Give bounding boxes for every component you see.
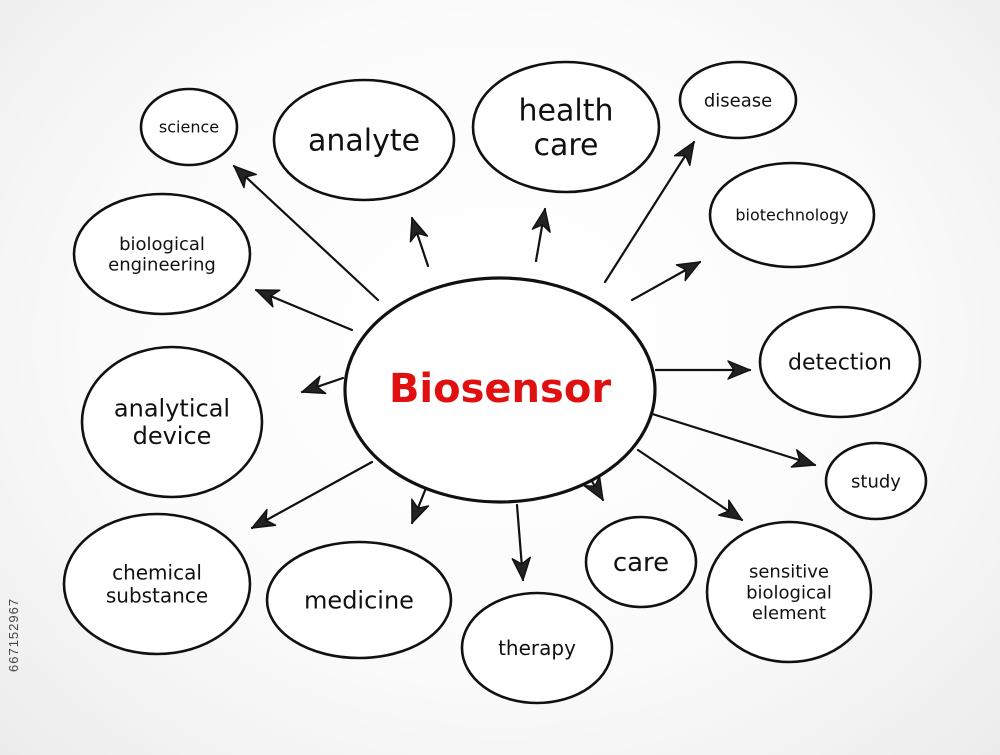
stock-id: 667152967 <box>6 597 21 673</box>
node-label: science <box>159 118 219 137</box>
node-oval <box>139 87 239 167</box>
center-oval <box>343 276 657 504</box>
arrow-to-chemical-substance <box>250 460 374 530</box>
arrow-to-biological-engineering <box>254 288 354 332</box>
arrow-to-study <box>644 410 817 467</box>
arrowhead-icon <box>409 217 429 243</box>
node-science: science <box>139 87 239 167</box>
node-oval <box>62 512 252 656</box>
node-oval <box>824 441 928 521</box>
node-label: disease <box>704 90 772 111</box>
arrowhead-icon <box>411 498 430 524</box>
arrowhead-icon <box>718 499 743 521</box>
node-label: element <box>752 603 826 624</box>
node-oval <box>678 60 798 140</box>
arrowhead-icon <box>727 360 751 380</box>
node-label: detection <box>788 351 892 376</box>
node-label: biological <box>119 234 205 255</box>
node-label: engineering <box>108 255 216 276</box>
node-oval <box>471 60 661 194</box>
node-label: care <box>533 128 598 163</box>
node-oval <box>758 305 922 419</box>
node-biotechnology: biotechnology <box>708 161 876 269</box>
node-label: chemical <box>112 561 202 585</box>
node-oval <box>272 78 456 202</box>
arrows <box>232 140 817 582</box>
node-oval <box>80 345 264 499</box>
node-label: care <box>613 548 669 578</box>
arrowhead-icon <box>675 261 701 282</box>
arrowhead-icon <box>790 449 816 468</box>
arrow-to-science <box>232 164 380 302</box>
node-oval <box>584 515 698 609</box>
center-label: Biosensor <box>389 366 611 412</box>
arrowhead-icon <box>301 375 327 395</box>
node-label: medicine <box>304 586 414 614</box>
arrow-to-sensitive-biological-element <box>636 448 744 522</box>
node-analyte: analyte <box>272 78 456 202</box>
node-label: analyte <box>308 124 420 159</box>
node-label: substance <box>106 584 208 608</box>
arrowhead-icon <box>255 289 281 308</box>
node-medicine: medicine <box>265 540 453 660</box>
center: Biosensor <box>343 276 657 504</box>
node-detection: detection <box>758 305 922 419</box>
node-oval <box>705 520 873 664</box>
node-oval <box>460 591 614 705</box>
arrow-to-disease <box>603 140 696 284</box>
node-oval <box>708 161 876 269</box>
arrowhead-icon <box>583 475 604 501</box>
arrowhead-icon <box>531 208 551 233</box>
node-disease: disease <box>678 60 798 140</box>
node-oval <box>265 540 453 660</box>
node-label: therapy <box>498 636 576 660</box>
node-oval <box>72 192 252 316</box>
arrowhead-icon <box>673 141 695 167</box>
node-therapy: therapy <box>460 591 614 705</box>
node-label: biotechnology <box>735 206 848 225</box>
node-label: sensitive <box>749 562 829 583</box>
arrowhead-icon <box>251 508 277 529</box>
node-label: study <box>851 471 901 492</box>
arrowhead-icon <box>511 556 531 581</box>
node-label: biological <box>746 582 832 603</box>
node-study: study <box>824 441 928 521</box>
arrowhead-icon <box>233 165 257 189</box>
node-label: device <box>133 422 212 450</box>
node-label: analytical <box>114 395 230 423</box>
node-label: health <box>519 93 614 128</box>
node-care: care <box>584 515 698 609</box>
